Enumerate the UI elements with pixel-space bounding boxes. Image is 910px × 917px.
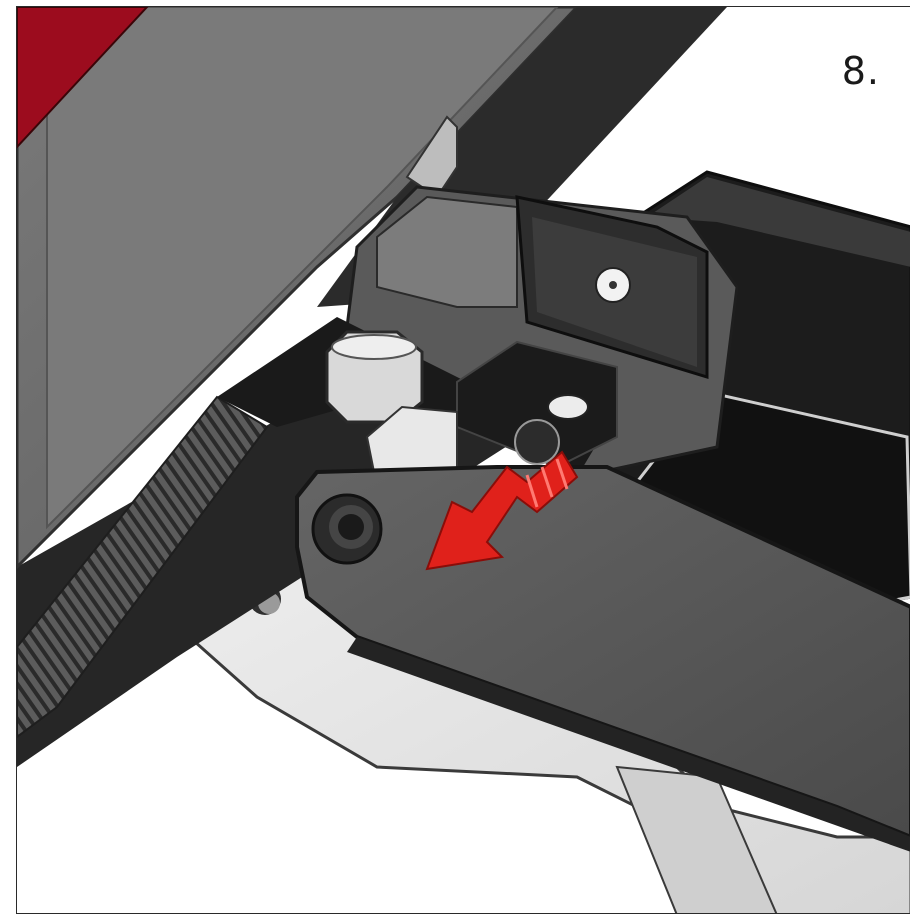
step-number: 8. (841, 49, 880, 93)
spring-coil (17, 395, 269, 739)
block-screw (547, 394, 589, 420)
direction-arrow (425, 450, 579, 571)
assembly-illustration (17, 7, 910, 913)
red-end-cap (17, 7, 149, 149)
illustration-frame: 8. (16, 6, 910, 914)
lower-mount-plate-post (615, 765, 778, 913)
roller (514, 419, 560, 465)
box-tube-top (647, 177, 910, 267)
